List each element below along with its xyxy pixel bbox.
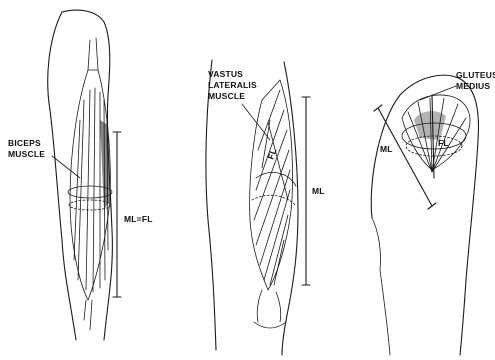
gluteus-label-line2: MEDIUS xyxy=(456,81,490,91)
vastus-label-line1: VASTUS xyxy=(208,69,243,79)
arm-panel: BICEPS MUSCLE ML=FL xyxy=(8,10,153,340)
biceps-label-line2: MUSCLE xyxy=(8,149,45,159)
gluteus-fiber-label: FL xyxy=(438,138,449,148)
vastus-cross-section xyxy=(256,172,296,186)
gluteus-shading xyxy=(414,111,446,140)
thigh-measure-bar xyxy=(302,97,310,285)
vastus-label-line3: MUSCLE xyxy=(208,91,245,101)
biceps-fibers xyxy=(74,88,108,292)
vastus-cross-section-dashed xyxy=(252,195,296,206)
thigh-measure-label: ML xyxy=(312,186,325,196)
arm-measure-bar xyxy=(113,132,121,297)
thigh-panel: VASTUS LATERALIS MUSCLE FL ML xyxy=(206,60,325,355)
thigh-outline-left xyxy=(206,60,216,350)
vastus-label-line2: LATERALIS xyxy=(208,80,257,90)
vastus-leader-line xyxy=(242,104,270,140)
thigh-knee xyxy=(254,290,286,328)
gluteus-leader-line xyxy=(420,86,456,100)
gluteus-label-line1: GLUTEUS xyxy=(456,70,495,80)
hip-outline-lower xyxy=(372,218,390,355)
vastus-muscle-shape xyxy=(250,80,293,290)
biceps-label-line1: BICEPS xyxy=(8,138,41,148)
hip-panel: GLUTEUS MEDIUS ML FL xyxy=(371,70,495,355)
hip-measure-label: ML xyxy=(380,144,393,154)
arm-measure-label: ML=FL xyxy=(124,214,153,224)
arm-outline xyxy=(48,12,76,340)
